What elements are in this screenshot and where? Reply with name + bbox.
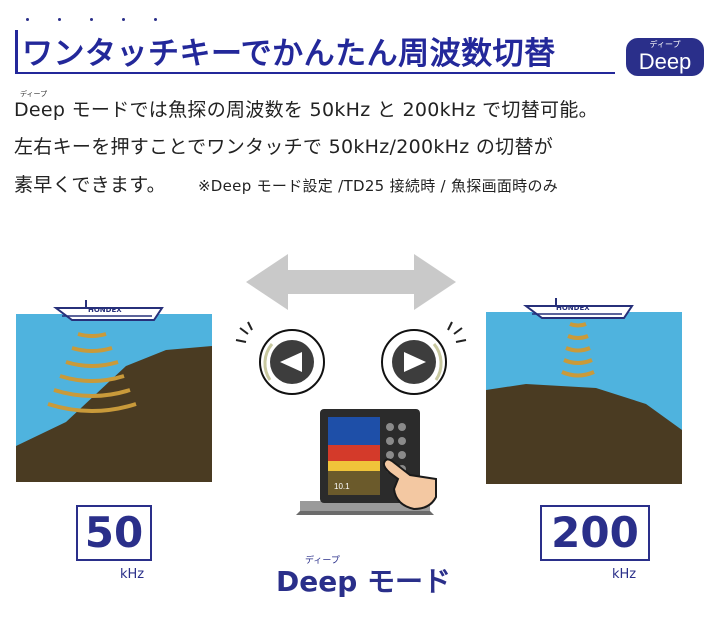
right-arrow-key-icon <box>381 329 447 395</box>
deep-mode-label: Deep モード <box>276 565 452 598</box>
hand-icon <box>382 458 437 511</box>
title-rule <box>15 30 18 72</box>
description-line-3: 素早くできます。 ※Deep モード設定 /TD25 接続時 / 魚探画面時のみ <box>14 170 558 197</box>
frequency-200-unit: kHz <box>612 567 637 582</box>
frequency-50-box: 50 <box>76 505 152 561</box>
screen-depth: 10.1 <box>334 482 350 491</box>
frequency-200-box: 200 <box>540 505 650 561</box>
frequency-50-unit: kHz <box>120 567 145 582</box>
description-line-2: 左右キーを押すことでワンタッチで 50kHz/200kHz の切替が <box>14 136 554 158</box>
left-boat-brand: HONDEX <box>88 306 122 314</box>
deep-badge: ディープ Deep <box>626 38 704 76</box>
double-arrow-icon <box>246 254 456 310</box>
arrow-keys <box>235 321 467 395</box>
description-note: ※Deep モード設定 /TD25 接続時 / 魚探画面時のみ <box>197 177 559 195</box>
left-water-scene <box>16 300 212 482</box>
title-dots <box>26 18 186 24</box>
description-ruby: ディープ <box>20 90 48 98</box>
left-arrow-key-icon <box>259 329 325 395</box>
title-underline <box>15 72 615 74</box>
mode-ruby: ディープ <box>305 556 340 566</box>
description-line-3-text: 素早くできます。 <box>14 174 166 196</box>
deep-badge-label: Deep <box>638 49 692 74</box>
fish-finder-device: 10.1 <box>296 409 437 515</box>
right-water-scene <box>486 298 682 484</box>
description-line-1: Deep モードでは魚探の周波数を 50kHz と 200kHz で切替可能。 <box>14 99 598 121</box>
right-boat-brand: HONDEX <box>556 304 590 312</box>
page-title: ワンタッチキーでかんたん周波数切替 <box>22 36 556 72</box>
deep-badge-ruby: ディープ <box>649 40 681 49</box>
